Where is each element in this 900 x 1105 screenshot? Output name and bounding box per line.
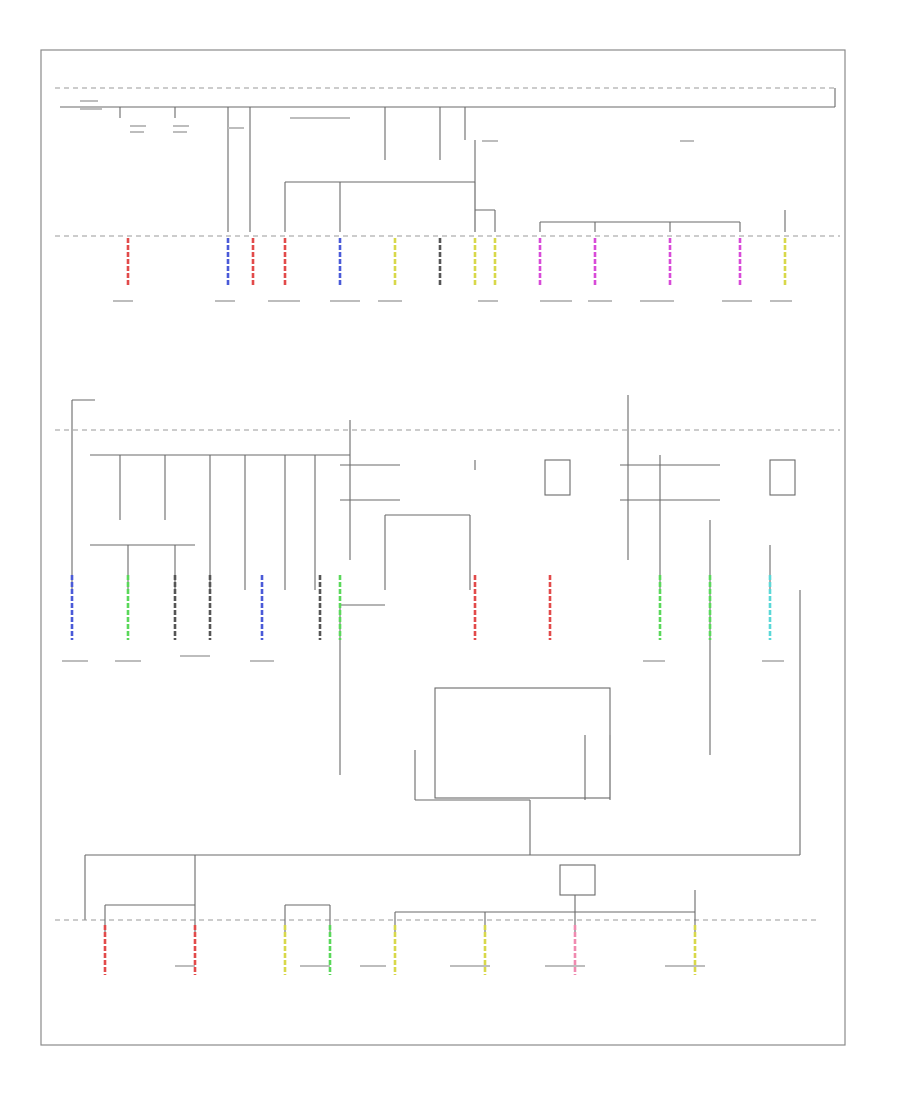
relay-area bbox=[339, 590, 711, 855]
top-fuse-block bbox=[119, 107, 786, 232]
diagram-frame bbox=[40, 49, 846, 1046]
bottom-fuse-block bbox=[104, 855, 696, 935]
middle-row-wires bbox=[70, 575, 772, 640]
top-row-wires bbox=[126, 238, 787, 285]
faint-label-marks bbox=[62, 100, 792, 967]
middle-fuse-block bbox=[71, 395, 801, 855]
bottom-row-wires bbox=[103, 925, 697, 975]
